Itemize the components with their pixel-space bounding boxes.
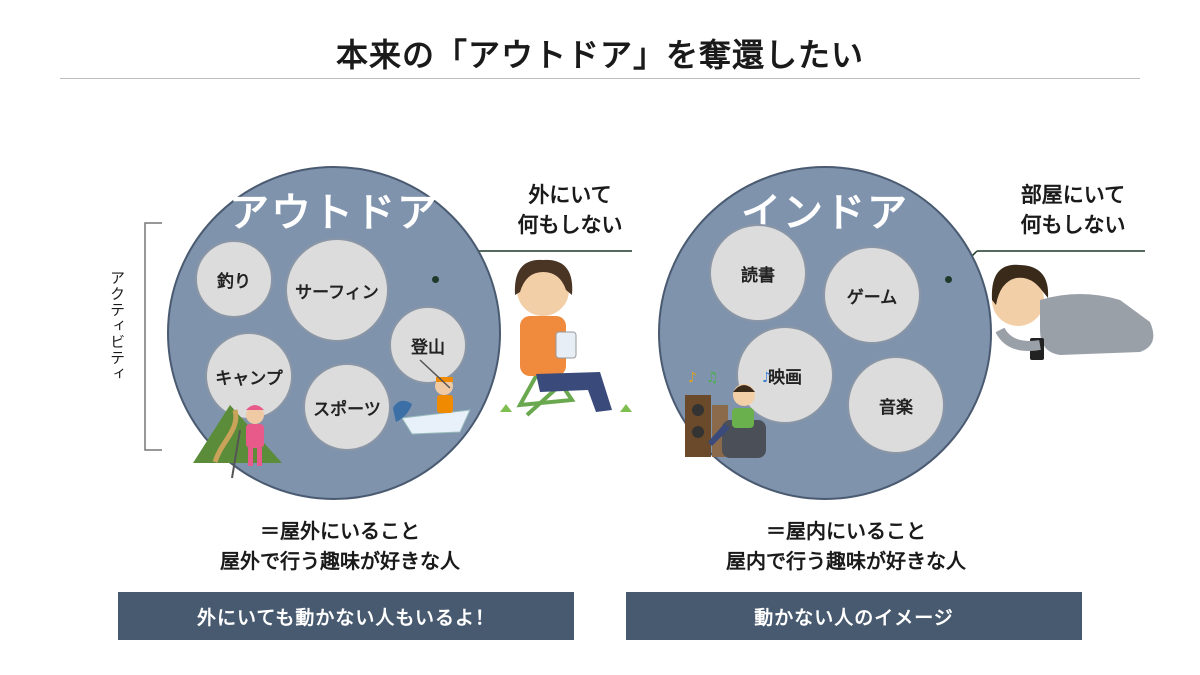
outdoor-circle-title: アウトドア [229,190,439,236]
outdoor-side-line1: 外にいて [528,183,612,207]
outdoor-side-line2: 何もしない [517,213,623,237]
activity-axis-label: アクティビティ [108,270,126,382]
bubble-climbing: 登山 [389,306,467,384]
bubble-camping: キャンプ [205,332,293,420]
connector-dot-right [945,276,952,283]
bubble-fishing: 釣り [195,240,273,318]
bubble-music: 音楽 [847,356,945,454]
page-title: 本来の「アウトドア」を奪還したい [335,36,864,74]
indoor-caption: ＝屋内にいること 屋内で行う趣味が好きな人 [656,516,1036,576]
outdoor-banner: 外にいても動かない人もいるよ！ [118,592,574,640]
outdoor-side-note: 外にいて 何もしない [500,180,640,240]
bubble-game: ゲーム [823,246,921,344]
bubble-reading: 読書 [709,224,807,322]
indoor-caption-line2: 屋内で行う趣味が好きな人 [726,549,966,573]
svg-text:♫: ♫ [706,370,719,386]
indoor-side-line1: 部屋にいて [1020,183,1126,207]
svg-text:♪: ♪ [688,370,697,386]
title-divider [60,78,1140,79]
bubble-movie: 映画 [736,326,834,424]
outdoor-caption-line2: 屋外で行う趣味が好きな人 [220,549,460,573]
indoor-banner: 動かない人のイメージ [626,592,1082,640]
bubble-sports: スポーツ [303,363,391,451]
bubble-surfing: サーフィン [285,238,389,342]
connector-dot-left [432,276,439,283]
outdoor-caption-line1: ＝屋外にいること [260,519,420,543]
indoor-side-line2: 何もしない [1020,213,1126,237]
svg-text:♪: ♪ [762,370,771,386]
outdoor-caption: ＝屋外にいること 屋外で行う趣味が好きな人 [150,516,530,576]
indoor-caption-line1: ＝屋内にいること [766,519,926,543]
indoor-side-note: 部屋にいて 何もしない [998,180,1148,240]
